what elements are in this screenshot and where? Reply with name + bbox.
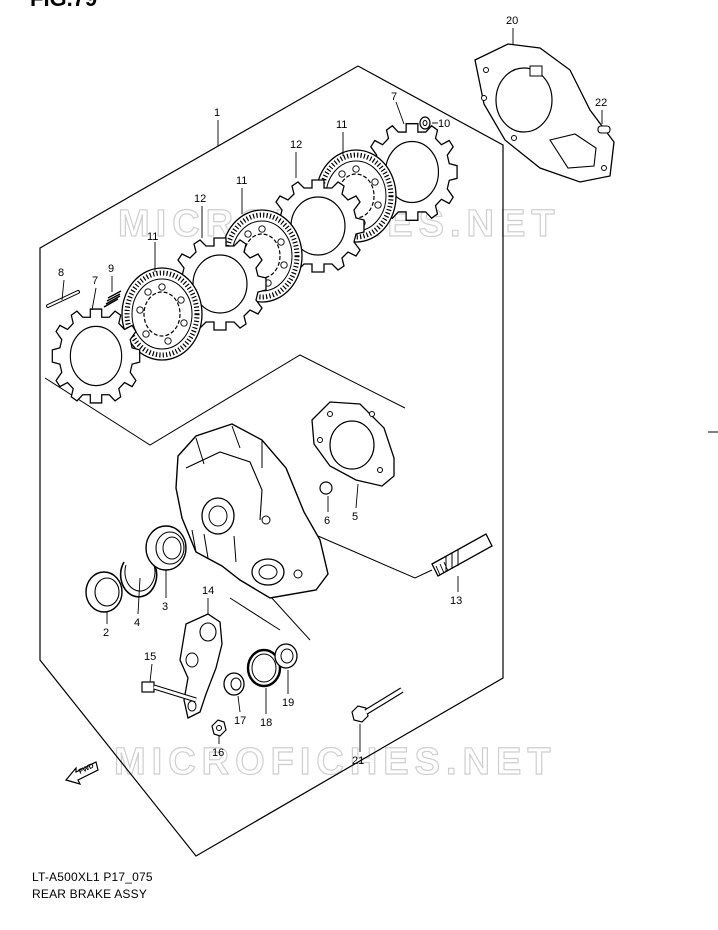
callout-labels: 1 2 3 4 5 6 7 7 8 9 10 11 11 11 12 12 13… bbox=[58, 15, 607, 767]
shaft-washer-part bbox=[223, 672, 245, 696]
callout-14: 14 bbox=[202, 585, 214, 597]
shaft-seal-part bbox=[274, 643, 298, 669]
gasket-part bbox=[474, 43, 615, 183]
callout-2: 2 bbox=[103, 627, 109, 639]
callout-18: 18 bbox=[260, 717, 272, 729]
callout-12-lower: 12 bbox=[194, 193, 206, 205]
callout-17: 17 bbox=[234, 715, 246, 727]
brake-arm-part bbox=[179, 613, 223, 719]
callout-11-bottom: 11 bbox=[147, 231, 158, 243]
arm-bolt-part bbox=[141, 681, 197, 703]
watermark-lower: MICROFICHES.NET bbox=[114, 741, 557, 783]
nut-part bbox=[211, 719, 227, 737]
callout-10: 10 bbox=[438, 118, 450, 130]
washer-part bbox=[419, 116, 431, 130]
callout-11-middle: 11 bbox=[236, 175, 247, 187]
callout-21: 21 bbox=[352, 755, 364, 767]
housing-bolt-part bbox=[351, 687, 404, 723]
callout-12-upper: 12 bbox=[290, 139, 302, 151]
callout-5: 5 bbox=[352, 511, 358, 523]
callout-22: 22 bbox=[595, 97, 607, 109]
o-ring-part bbox=[246, 648, 282, 688]
fwd-direction-arrow: FWD bbox=[64, 761, 99, 785]
inner-leader-lower bbox=[229, 595, 311, 641]
callout-16: 16 bbox=[212, 747, 224, 759]
callout-13: 13 bbox=[450, 595, 462, 607]
callout-9: 9 bbox=[108, 263, 114, 275]
pin-part bbox=[46, 290, 80, 308]
dowel-pin-part bbox=[597, 125, 611, 134]
callout-6: 6 bbox=[324, 515, 330, 527]
callout-7-lower: 7 bbox=[92, 275, 98, 287]
ball-part bbox=[319, 481, 333, 495]
leader-lines bbox=[61, 28, 603, 752]
callout-20: 20 bbox=[506, 15, 518, 27]
callout-1: 1 bbox=[214, 107, 220, 119]
spring-part bbox=[103, 290, 122, 308]
callout-19: 19 bbox=[282, 697, 294, 709]
callout-7-upper: 7 bbox=[391, 91, 397, 103]
pressure-plate-part bbox=[311, 401, 395, 487]
assembly-boundary bbox=[39, 65, 504, 857]
model-code: LT-A500XL1 P17_075 bbox=[32, 870, 153, 884]
callout-8: 8 bbox=[58, 267, 64, 279]
callout-3: 3 bbox=[162, 601, 168, 613]
cam-shaft-part bbox=[431, 533, 493, 577]
bearing-part bbox=[145, 525, 187, 571]
figure-title: FIG.79 bbox=[30, 0, 97, 12]
axle-leader bbox=[317, 535, 433, 579]
inner-leader-upper bbox=[44, 354, 406, 446]
assembly-name: REAR BRAKE ASSY bbox=[32, 887, 148, 901]
callout-15: 15 bbox=[144, 651, 156, 663]
callout-4: 4 bbox=[134, 617, 140, 629]
callout-11-top: 11 bbox=[336, 119, 347, 131]
brake-housing-part bbox=[175, 423, 329, 599]
oil-seal-part bbox=[85, 571, 123, 613]
friction-disc-part bbox=[122, 268, 202, 360]
